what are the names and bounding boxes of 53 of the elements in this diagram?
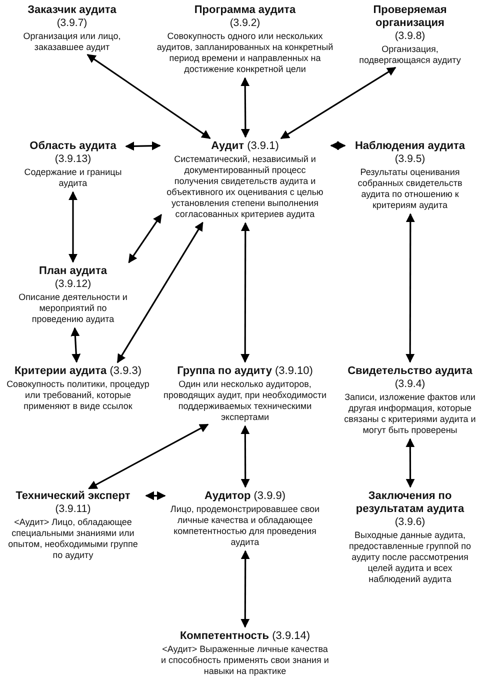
term-heading: Проверяемая организация — [372, 4, 448, 30]
arrow — [125, 141, 161, 151]
clause-number: (3.9.12) — [54, 278, 92, 291]
clause-number: (3.9.8) — [394, 30, 426, 43]
clause-number: (3.9.7) — [56, 17, 88, 30]
term-heading: Критерии аудита (3.9.3) — [13, 365, 143, 378]
arrow — [406, 213, 415, 363]
arrow — [406, 438, 415, 488]
term-heading: Аудитор (3.9.9) — [203, 490, 287, 503]
term-heading: Заключения по результатам аудита — [354, 490, 466, 516]
term-heading: Заказчик аудита — [26, 4, 118, 17]
term-definition: Результаты оценивания собранных свидетельств аудита по отношению к критериям аудита — [356, 167, 464, 211]
term-definition: <Аудит> Выраженные личные качества и способность применять свои знания и навыки на практике — [160, 644, 330, 677]
term-heading: Программа аудита — [193, 4, 297, 17]
term-definition: Записи, изложение фактов или другая информация, которые связаны с критериями аудита и могут быть проверены — [343, 392, 477, 436]
clause-number: (3.9.13) — [54, 153, 92, 166]
arrow — [240, 222, 250, 363]
clause-number: (3.9.11) — [54, 503, 92, 516]
arrow — [68, 191, 78, 263]
clause-number: (3.9.2) — [228, 17, 262, 30]
arrow — [88, 424, 209, 490]
term-definition: Один или несколько аудиторов, проводящих аудит, при необходимости поддерживаемых техническими экспертами — [162, 379, 328, 423]
clause-number: (3.9.5) — [394, 153, 426, 166]
term-definition: Содержание и границы аудита — [23, 167, 123, 189]
term-definition: Описание деятельности и мероприятий по проведению аудита — [18, 292, 128, 325]
term-heading: Компетентность (3.9.14) — [178, 630, 312, 643]
arrow — [330, 141, 346, 150]
term-heading: Свидетельство аудита — [346, 365, 474, 378]
term-heading: Аудит (3.9.1) — [210, 140, 280, 153]
arrow — [240, 425, 250, 488]
term-heading: Технический эксперт — [14, 490, 132, 503]
term-definition: Организация, подвергающаяся аудиту — [358, 44, 462, 66]
term-definition: Совокупность политики, процедур или требований, которые применяют в виде ссылок — [6, 379, 150, 412]
arrow — [280, 66, 396, 140]
term-heading: Группа по аудиту (3.9.10) — [176, 365, 314, 378]
term-heading: Наблюдения аудита — [354, 140, 466, 153]
arrow — [116, 222, 204, 364]
term-heading: План аудита — [38, 265, 108, 278]
arrow — [145, 491, 166, 500]
term-definition: Совокупность одного или нескольких аудитов, запланированных на конкретный период времени и направленных на достижение конкретной цели — [156, 31, 334, 75]
term-definition: Систематический, независимый и документированный процесс получения свидетельств аудита и объективного их оценивания с целью установления степени выполнения согласованных критериев аудита — [166, 154, 324, 220]
term-heading: Область аудита — [28, 140, 118, 153]
term-definition: Лицо, продемонстрировавшее свои личные качества и обладающее компетентностью для проведения аудита — [169, 504, 321, 548]
arrow — [240, 77, 250, 138]
clause-number: (3.9.4) — [394, 378, 426, 391]
clause-number: (3.9.6) — [394, 516, 426, 529]
term-definition: <Аудит> Лицо, обладающее специальными знаниями или опытом, необходимыми группе по аудиту — [7, 517, 139, 561]
arrow — [70, 327, 81, 363]
term-definition: Организация или лицо, заказавшее аудит — [22, 31, 122, 53]
arrow — [128, 214, 162, 264]
arrow — [240, 550, 250, 628]
term-definition: Выходные данные аудита, предоставленные группой по аудиту после рассмотрения целей аудита и всех наблюдений аудита — [348, 530, 472, 585]
arrow — [86, 54, 211, 139]
